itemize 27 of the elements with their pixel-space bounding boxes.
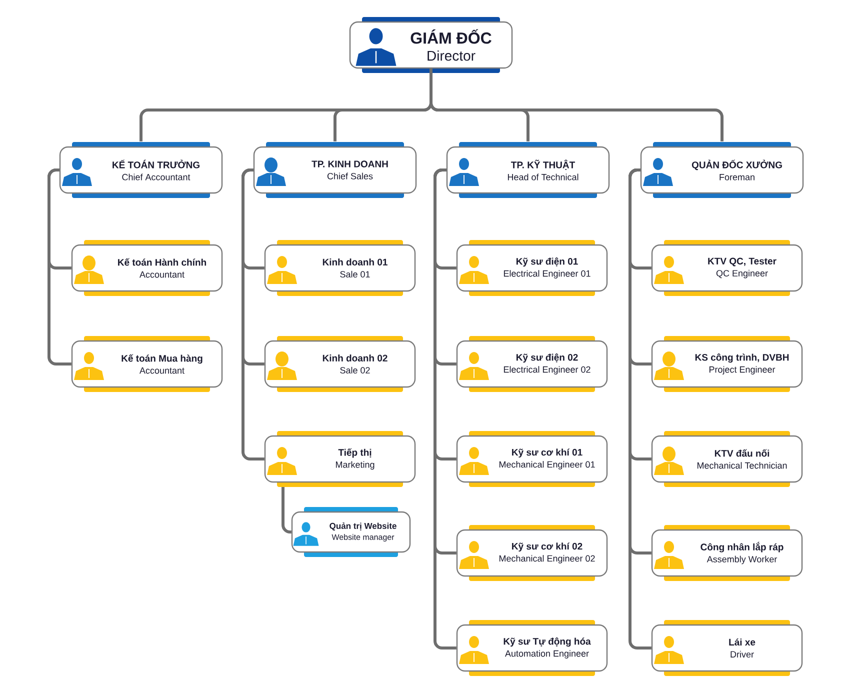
person-box: KẾ TOÁN TRƯỞNG Chief Accountant xyxy=(59,142,223,198)
person-box: Kế toán Mua hàng Accountant xyxy=(71,336,223,392)
connector-line xyxy=(242,168,264,460)
person-box: Kỹ sư Tự động hóa Automation Engineer xyxy=(456,620,608,676)
person-box: Lái xe Driver xyxy=(651,620,803,676)
connector-line xyxy=(628,168,652,650)
connector-line xyxy=(434,168,456,650)
person-box: TP. KỸ THUẬT Head of Technical xyxy=(446,142,610,198)
connector-line xyxy=(430,68,724,142)
connector-line xyxy=(48,168,72,366)
person-box: TP. KINH DOANH Chief Sales xyxy=(253,142,417,198)
person-box: Kinh doanh 01 Sale 01 xyxy=(264,240,416,296)
person-box: Công nhân lắp ráp Assembly Worker xyxy=(651,525,803,581)
person-box: KTV QC, Tester QC Engineer xyxy=(651,240,803,296)
person-box: QUẢN ĐỐC XƯỞNG Foreman xyxy=(640,142,804,198)
person-box: Kỹ sư cơ khí 01 Mechanical Engineer 01 xyxy=(456,431,608,487)
connector-line xyxy=(282,487,292,534)
person-box: Kỹ sư cơ khí 02 Mechanical Engineer 02 xyxy=(456,525,608,581)
person-box: GIÁM ĐỐC Director xyxy=(349,17,513,73)
person-box: Kỹ sư điện 01 Electrical Engineer 01 xyxy=(456,240,608,296)
person-box: Kinh doanh 02 Sale 02 xyxy=(264,336,416,392)
person-box: Kỹ sư điện 02 Electrical Engineer 02 xyxy=(456,336,608,392)
person-box: KTV đấu nối Mechanical Technician xyxy=(651,431,803,487)
person-box: Tiếp thị Marketing xyxy=(264,431,416,487)
person-box: KS công trình, DVBH Project Engineer xyxy=(651,336,803,392)
person-box: Quản trị Website Website manager xyxy=(291,507,411,557)
person-box: Kế toán Hành chính Accountant xyxy=(71,240,223,296)
